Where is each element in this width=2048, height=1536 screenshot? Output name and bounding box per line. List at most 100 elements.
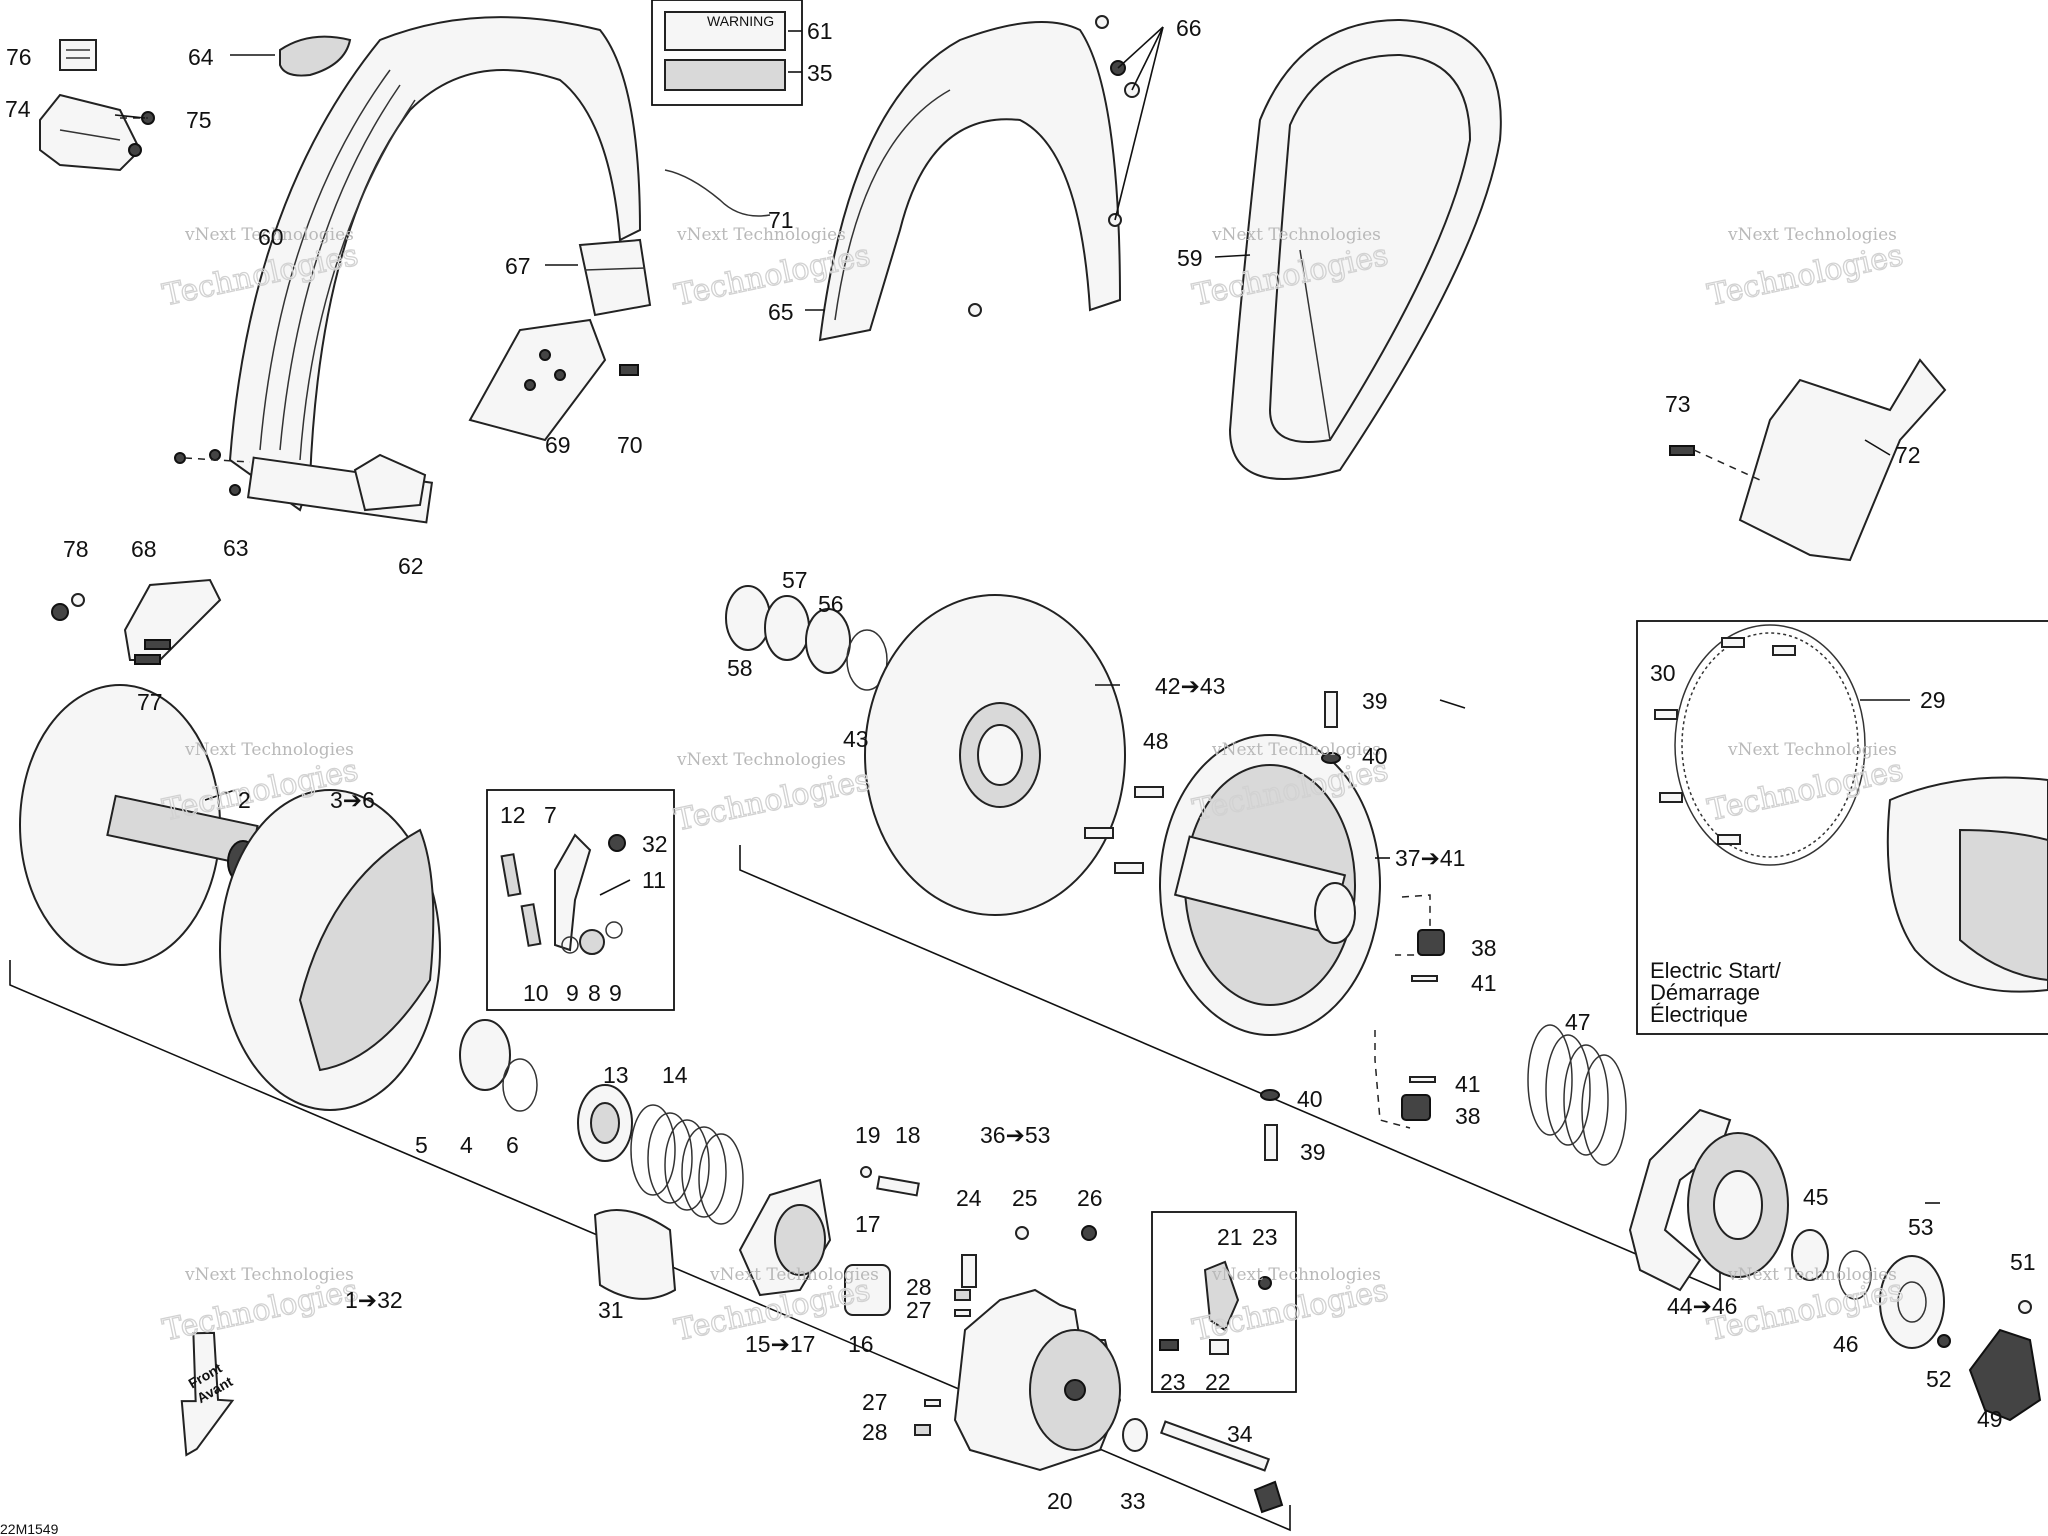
clip-71	[664, 169, 771, 217]
roller-kit-box	[1151, 1211, 1297, 1393]
callout-76: 76	[6, 44, 32, 70]
slider-38-41-lower	[1374, 1030, 1436, 1129]
front-arrow-text: Front Avant	[186, 1360, 236, 1407]
drive-belt-59	[1228, 18, 1502, 480]
cap-49	[1968, 1328, 2042, 1422]
callout-14: 14	[662, 1062, 688, 1088]
watermark-text: vNext Technologies	[709, 1265, 879, 1285]
callout-68: 68	[131, 536, 157, 562]
callout-26: 26	[1077, 1185, 1103, 1211]
watermark-text: vNext Technologies	[1211, 1265, 1381, 1285]
callout-10: 10	[523, 980, 549, 1006]
guard-cover-65	[818, 21, 1122, 342]
callout-labels: 76 64 74 75 61 35 66 60 67 71 59 65 69 7…	[5, 15, 2036, 1514]
front-arrow	[180, 1331, 235, 1457]
ring-6	[502, 1058, 538, 1112]
nuts-75	[120, 111, 155, 157]
spring-47	[1527, 1024, 1627, 1166]
callout-62: 62	[398, 553, 424, 579]
callout-67: 67	[505, 253, 531, 279]
callout-38-lower: 38	[1455, 1103, 1481, 1129]
electric-start-caption: Electric Start/ Démarrage Électrique	[1650, 958, 1782, 1027]
callout-73: 73	[1665, 391, 1691, 417]
watermark-text: vNext Technologies	[184, 1265, 354, 1285]
callout-65: 65	[768, 299, 794, 325]
watermark-text: vNext Technologies	[1727, 1265, 1897, 1285]
callout-47: 47	[1565, 1009, 1591, 1035]
callout-2: 2	[238, 787, 251, 813]
callout-13: 13	[603, 1062, 629, 1088]
callout-77: 77	[137, 689, 163, 715]
callout-36-53: 36➔53	[980, 1122, 1050, 1148]
callout-8: 8	[588, 980, 601, 1006]
callout-56: 56	[818, 591, 844, 617]
callout-37-41: 37➔41	[1395, 845, 1465, 871]
callout-27-top: 27	[906, 1297, 932, 1323]
callout-57: 57	[782, 567, 808, 593]
bracket-62	[353, 453, 427, 512]
sheave-37	[1159, 734, 1381, 1036]
callout-52: 52	[1926, 1366, 1952, 1392]
ring-46	[1838, 1250, 1872, 1300]
electric-start-inset	[1636, 620, 2048, 1035]
callout-71: 71	[768, 207, 794, 233]
nuts-25-26	[1015, 1225, 1097, 1241]
callout-30: 30	[1650, 660, 1676, 686]
callout-15-17: 15➔17	[745, 1331, 815, 1357]
callout-32: 32	[642, 831, 668, 857]
spider-15	[738, 1178, 832, 1297]
callout-31: 31	[598, 1297, 624, 1323]
callout-11: 11	[642, 867, 666, 893]
bolt-73	[1669, 445, 1761, 481]
callout-18: 18	[895, 1122, 921, 1148]
callout-23-bottom: 23	[1160, 1369, 1186, 1395]
plate-69	[468, 318, 607, 442]
watermark-text: vNext Technologies	[676, 750, 846, 770]
callout-19: 19	[855, 1122, 881, 1148]
callout-4: 4	[460, 1132, 473, 1158]
callout-51: 51	[2010, 1249, 2036, 1275]
callout-17: 17	[855, 1211, 881, 1237]
slider-38-41-upper	[1395, 894, 1445, 982]
bracket-74	[39, 93, 142, 172]
watermark-text: vNext Technologies	[1211, 740, 1381, 760]
callout-27-bottom: 27	[862, 1389, 888, 1415]
nut-51	[2018, 1300, 2032, 1314]
callout-69: 69	[545, 432, 571, 458]
bolts-77	[134, 639, 171, 665]
callout-74: 74	[5, 96, 31, 122]
watermark-text: vNext Technologies	[1211, 225, 1381, 245]
callout-6: 6	[506, 1132, 519, 1158]
callout-40-bottom: 40	[1297, 1086, 1323, 1112]
callout-34: 34	[1227, 1421, 1253, 1447]
callout-39-top: 39	[1362, 688, 1388, 714]
watermark-text: vNext Technologies	[184, 740, 354, 760]
callout-53: 53	[1908, 1214, 1934, 1240]
callout-61: 61	[807, 18, 833, 44]
callout-49: 49	[1977, 1406, 2003, 1432]
callout-75: 75	[186, 107, 212, 133]
warning-label-text: WARNING	[707, 13, 774, 29]
hinge-67	[578, 238, 652, 317]
callout-63: 63	[223, 535, 249, 561]
decal-76	[59, 39, 97, 71]
sliding-sheave-3	[219, 789, 441, 1111]
washer-33	[1122, 1418, 1148, 1452]
callout-9-left: 9	[566, 980, 579, 1006]
bushing-16	[844, 1264, 891, 1316]
callout-7: 7	[544, 802, 557, 828]
spring-14	[630, 1104, 744, 1225]
callout-60: 60	[258, 224, 284, 250]
callout-44-46: 44➔46	[1667, 1293, 1737, 1319]
washers-56-58	[725, 585, 888, 691]
callout-24: 24	[956, 1185, 982, 1211]
bracket-72	[1738, 358, 1947, 562]
callout-58: 58	[727, 655, 753, 681]
sheave-42	[864, 594, 1126, 916]
drawing-code: 22M1549	[0, 1521, 59, 1536]
leader-lines	[114, 26, 1940, 1204]
bolt-18	[876, 1175, 920, 1197]
pin-39-bottom	[1260, 1089, 1280, 1161]
callout-3-6: 3➔6	[330, 787, 375, 813]
bushing-5	[459, 1019, 511, 1091]
